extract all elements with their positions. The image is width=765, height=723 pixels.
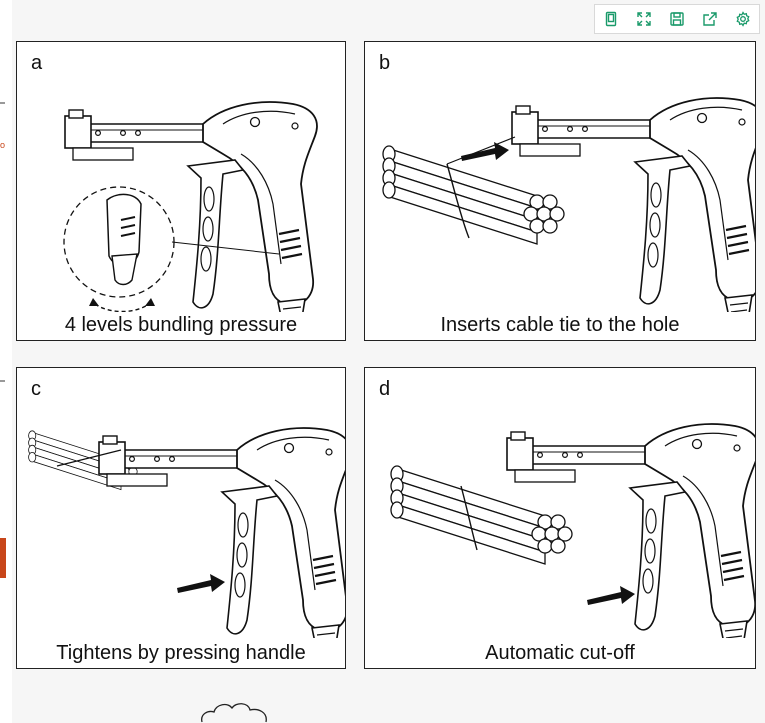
panel-d: d Automatic cut-off (364, 367, 756, 669)
left-edge-tab[interactable] (0, 538, 6, 578)
fullscreen-icon[interactable] (633, 8, 655, 30)
panel-a: a 4 levels bundling pressure (16, 41, 346, 341)
save-icon[interactable] (666, 8, 688, 30)
left-edge-dot (0, 380, 5, 382)
panel-caption: 4 levels bundling pressure (64, 314, 298, 336)
panel-caption: Inserts cable tie to the hole (440, 314, 680, 336)
panel-letter: b (379, 52, 391, 74)
settings-icon[interactable] (732, 8, 754, 30)
floating-toolbar (594, 4, 760, 34)
share-icon[interactable] (699, 8, 721, 30)
panel-letter: d (379, 378, 391, 400)
automatic-cut-off-illustration (390, 422, 755, 638)
tablet-icon[interactable] (600, 8, 622, 30)
panel-caption: Tightens by pressing handle (56, 642, 306, 664)
panel-letter: c (31, 378, 41, 400)
panel-c: c Tightens by pressing handle (16, 367, 346, 669)
panel-caption: Automatic cut-off (485, 642, 635, 664)
left-edge-dot (0, 102, 5, 104)
tighten-handle-illustration (28, 426, 345, 638)
cloud-outline-icon (201, 703, 267, 723)
left-edge-mark: o (0, 140, 6, 150)
panel-b: b Inserts cable tie to the hole (364, 41, 756, 341)
insert-cable-tie-illustration (382, 96, 755, 312)
bundling-pressure-illustration (63, 100, 319, 312)
panel-letter: a (31, 52, 43, 74)
